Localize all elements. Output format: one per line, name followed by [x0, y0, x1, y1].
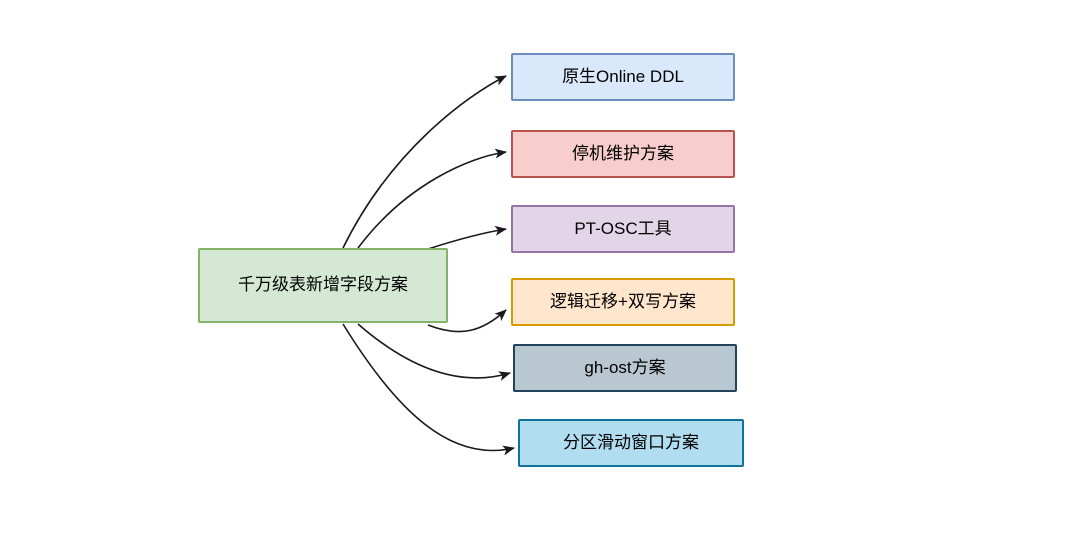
node-gh-ost: gh-ost方案 [513, 344, 737, 392]
node-online-ddl: 原生Online DDL [511, 53, 735, 101]
node-dual-write: 逻辑迁移+双写方案 [511, 278, 735, 326]
edge-root-to-pt-osc [427, 225, 507, 250]
node-root-plan-label: 千万级表新增字段方案 [238, 275, 408, 295]
edge-root-to-gh-ost [357, 323, 511, 381]
node-gh-ost-label: gh-ost方案 [584, 357, 666, 377]
node-partition-sliding-window: 分区滑动窗口方案 [518, 419, 744, 467]
node-downtime-maintenance: 停机维护方案 [511, 130, 735, 178]
node-root-plan: 千万级表新增字段方案 [198, 248, 448, 323]
edge-root-to-online-ddl [342, 75, 507, 249]
node-dual-write-label: 逻辑迁移+双写方案 [550, 291, 696, 311]
node-partition-sliding-window-label: 分区滑动窗口方案 [563, 432, 699, 452]
node-pt-osc-label: PT-OSC工具 [574, 218, 672, 238]
node-downtime-maintenance-label: 停机维护方案 [572, 143, 674, 163]
node-online-ddl-label: 原生Online DDL [562, 66, 684, 86]
edge-root-to-partition-window [342, 323, 515, 456]
node-pt-osc: PT-OSC工具 [511, 205, 735, 253]
edge-root-to-downtime [357, 148, 507, 249]
